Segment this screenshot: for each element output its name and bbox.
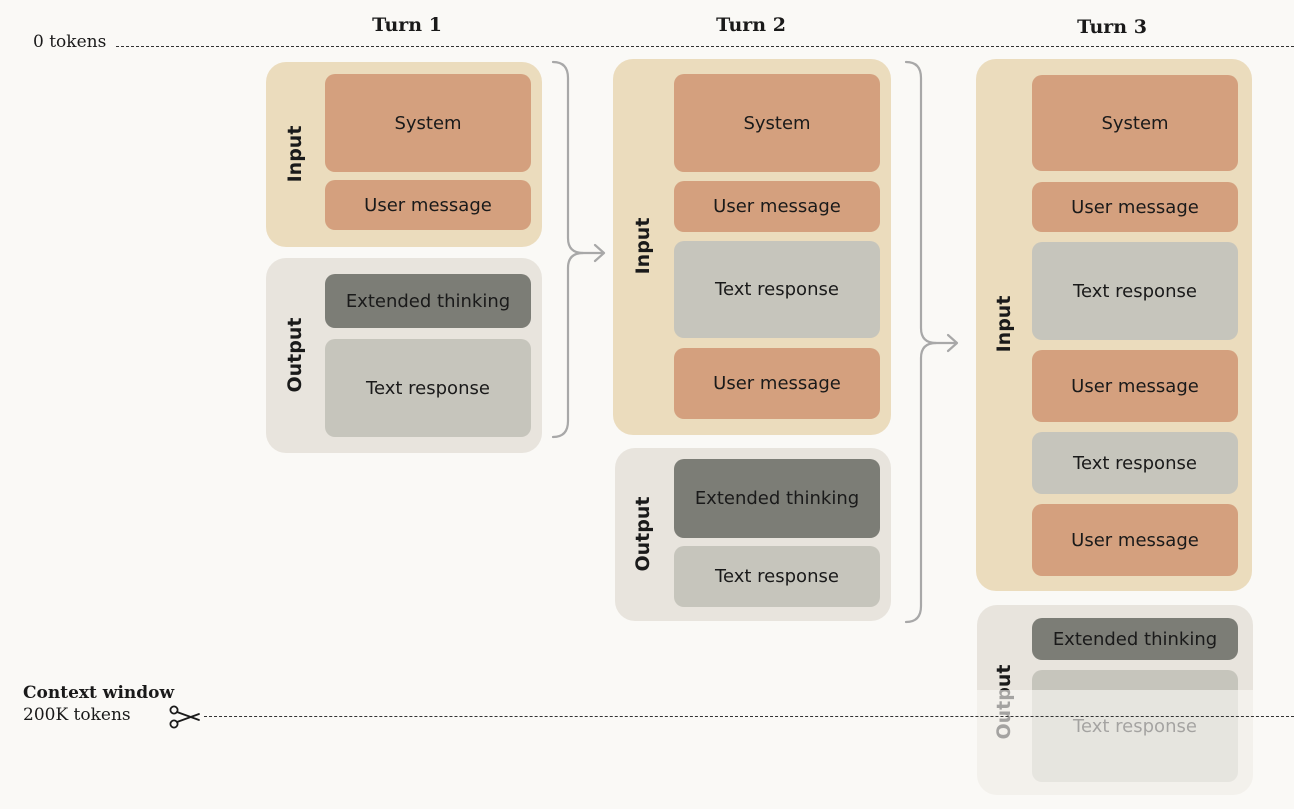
turn-3-extended-thinking-block: Extended thinking — [1032, 618, 1238, 660]
context-overflow-fade — [970, 690, 1260, 809]
turn-3-user-message-block-1: User message — [1032, 182, 1238, 232]
turn-2-user-message-block-2: User message — [674, 348, 880, 419]
bracket-arrow-icon — [904, 60, 959, 624]
turn-3-text-response-block-1: Text response — [1032, 242, 1238, 340]
turn-3-text-response-block-2: Text response — [1032, 432, 1238, 494]
scissors-icon — [169, 705, 200, 729]
turn-2-text-response-block-2: Text response — [674, 546, 880, 607]
turn-2-user-message-block-1: User message — [674, 181, 880, 232]
turn-2-title: Turn 2 — [716, 14, 786, 36]
turn-1-user-message-block: User message — [325, 180, 531, 230]
turn-1-title: Turn 1 — [372, 14, 442, 36]
turn-1-text-response-block: Text response — [325, 339, 531, 437]
turn-1-system-block: System — [325, 74, 531, 172]
turn-1-extended-thinking-block: Extended thinking — [325, 274, 531, 328]
turn-2-system-block: System — [674, 74, 880, 172]
context-window-title: Context window — [23, 683, 175, 703]
bracket-arrow-icon — [551, 60, 606, 439]
start-token-label: 0 tokens — [33, 32, 107, 52]
turn-3-system-block: System — [1032, 75, 1238, 171]
turn-3-user-message-block-3: User message — [1032, 504, 1238, 576]
turn-3-title: Turn 3 — [1077, 16, 1147, 38]
turn-3-user-message-block-2: User message — [1032, 350, 1238, 422]
turn-2-text-response-block-1: Text response — [674, 241, 880, 338]
context-window-limit-line — [204, 716, 1294, 717]
token-axis-line — [116, 46, 1294, 47]
context-window-size: 200K tokens — [23, 705, 131, 725]
turn-2-extended-thinking-block: Extended thinking — [674, 459, 880, 538]
